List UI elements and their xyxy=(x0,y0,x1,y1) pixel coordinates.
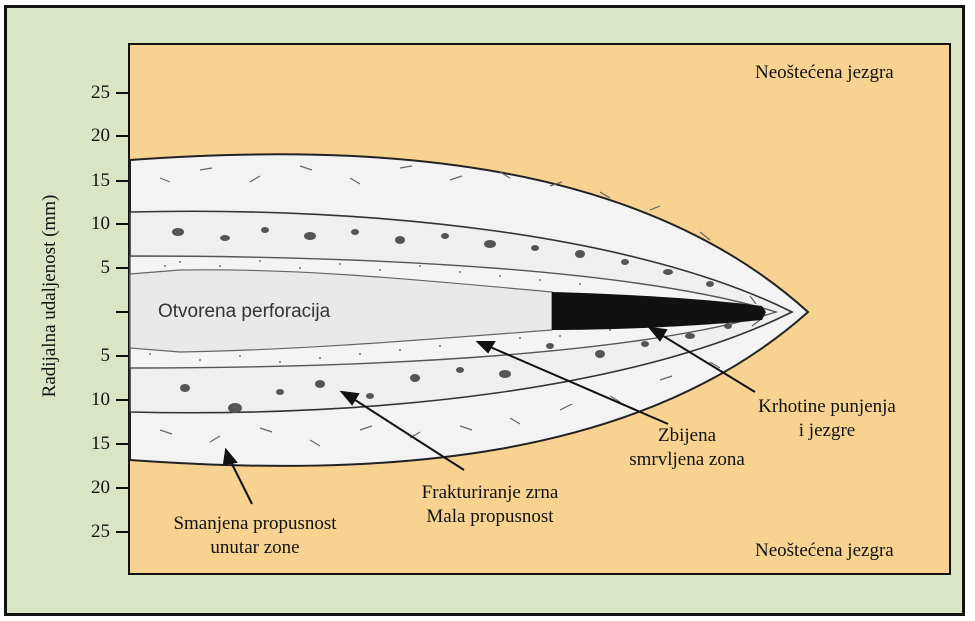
tick-label-lower-25: 25 xyxy=(70,521,110,543)
fracture-label-line2: Mala propusnost xyxy=(390,505,590,529)
core-label-top: Neoštećena jezgra xyxy=(755,62,894,84)
reduced-arrow xyxy=(230,460,252,504)
crushed-label-line1: Zbijena xyxy=(602,424,772,448)
tick-label-upper-20: 20 xyxy=(70,125,110,147)
tick-label-lower-15: 15 xyxy=(70,433,110,455)
perforation-label: Otvorena perforacija xyxy=(158,301,330,323)
reduced-permeability-label: Smanjena propusnost unutar zone xyxy=(150,512,360,560)
y-axis-title: Radijalna udaljenost (mm) xyxy=(39,176,61,416)
crushed-zone-label: Zbijena smrvljena zona xyxy=(602,424,772,472)
fracture-label-line1: Frakturiranje zrna xyxy=(390,481,590,505)
crushed-label-line2: smrvljena zona xyxy=(602,448,772,472)
debris-label-line1: Krhotine punjenja xyxy=(742,395,912,419)
tick-label-upper-10: 10 xyxy=(70,213,110,235)
reduced-label-line2: unutar zone xyxy=(150,536,360,560)
reduced-label-line1: Smanjena propusnost xyxy=(150,512,360,536)
core-label-bottom: Neoštećena jezgra xyxy=(755,540,894,562)
tick-label-lower-20: 20 xyxy=(70,477,110,499)
fracture-label: Frakturiranje zrna Mala propusnost xyxy=(390,481,590,529)
tick-label-lower-5: 5 xyxy=(70,345,110,367)
tick-label-upper-5: 5 xyxy=(70,257,110,279)
tick-label-upper-25: 25 xyxy=(70,82,110,104)
tick-label-lower-10: 10 xyxy=(70,389,110,411)
y-axis xyxy=(116,93,128,532)
tick-label-upper-15: 15 xyxy=(70,170,110,192)
